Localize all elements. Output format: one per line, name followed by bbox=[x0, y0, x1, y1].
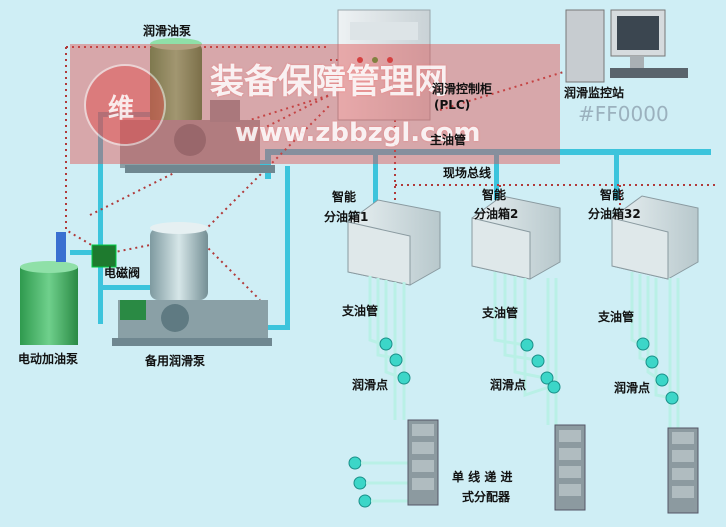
monitor-station bbox=[565, 9, 688, 83]
label-branch-pipe-2: 支油管 bbox=[482, 306, 519, 320]
label-lube-point-3: 润滑点 bbox=[614, 381, 651, 395]
watermark-seal-char: 维 bbox=[108, 94, 135, 124]
distributor-2 bbox=[554, 424, 586, 511]
label-field-bus: 现场总线 bbox=[443, 166, 492, 180]
label-backup-pump: 备用润滑泵 bbox=[145, 354, 206, 368]
label-plc: (PLC) bbox=[434, 98, 471, 112]
label-distributor-line1: 单 线 递 进 bbox=[452, 470, 513, 484]
label-electric-filling-pump: 电动加油泵 bbox=[18, 352, 79, 366]
label-box2-line1: 智能 bbox=[482, 188, 507, 202]
distribution-box-2 bbox=[471, 195, 561, 280]
solenoid-valve bbox=[91, 244, 117, 268]
watermark-title: 装备保障管理网 bbox=[210, 62, 448, 102]
backup-pump bbox=[112, 222, 272, 346]
label-distributor-line2: 式分配器 bbox=[462, 490, 511, 504]
label-branch-pipe-1: 支油管 bbox=[342, 304, 379, 318]
lube-points bbox=[348, 337, 679, 508]
distribution-box-1 bbox=[347, 199, 441, 286]
label-lube-pump: 润滑油泵 bbox=[143, 24, 192, 38]
distributor-outlet-lines bbox=[361, 461, 408, 503]
watermark-banner bbox=[70, 44, 560, 164]
label-box3-line1: 智能 bbox=[600, 188, 625, 202]
label-box1-line1: 智能 bbox=[332, 190, 357, 204]
label-box2-line2: 分油箱2 bbox=[474, 207, 519, 221]
distributor-3 bbox=[667, 427, 699, 514]
electric-filling-pump bbox=[20, 232, 78, 345]
label-main-pipe: 主油管 bbox=[430, 133, 467, 147]
distributor-1 bbox=[407, 419, 439, 506]
label-lube-point-2: 润滑点 bbox=[490, 378, 527, 392]
label-box1-line2: 分油箱1 bbox=[324, 210, 369, 224]
label-branch-pipe-3: 支油管 bbox=[598, 310, 635, 324]
label-box3-line2: 分油箱32 bbox=[588, 207, 641, 221]
label-solenoid-valve: 电磁阀 bbox=[104, 266, 141, 280]
distribution-box-3 bbox=[611, 195, 699, 280]
control-cabinet bbox=[337, 9, 431, 121]
label-lube-point-1: 润滑点 bbox=[352, 378, 389, 392]
label-monitor-station: 润滑监控站 bbox=[564, 86, 625, 100]
label-control-cabinet: 润滑控制柜 bbox=[432, 82, 493, 96]
watermark-url: www.zbbzgl.com bbox=[235, 118, 481, 148]
color-readout: #FF0000 bbox=[578, 102, 669, 126]
